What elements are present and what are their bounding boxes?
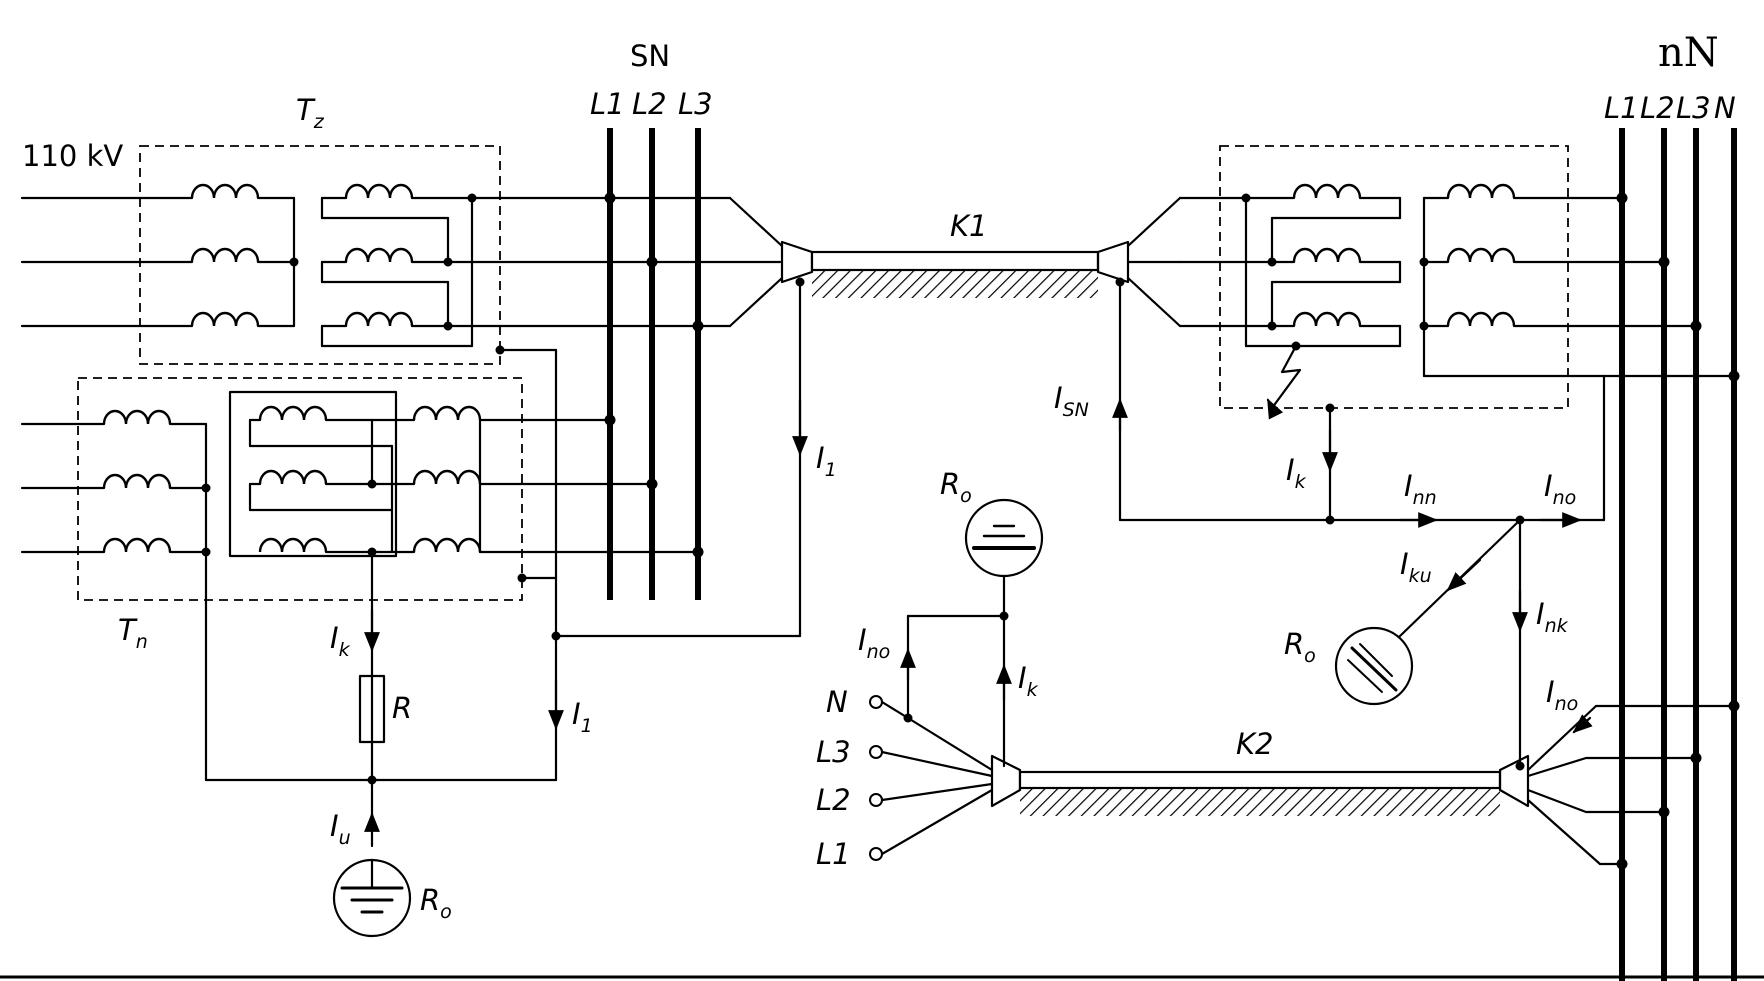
terminal-l1 bbox=[869, 847, 883, 861]
transformer-tn bbox=[20, 377, 700, 782]
r0-middle-label: Ro bbox=[940, 467, 972, 507]
terminal-n-label: N bbox=[826, 685, 848, 719]
nn-l1-label: L1 bbox=[1604, 91, 1639, 125]
transformer-nn bbox=[1178, 145, 1736, 420]
nn-title: nN bbox=[1658, 30, 1719, 76]
tz-label: Tz bbox=[296, 93, 325, 133]
nn-l3-label: L3 bbox=[1676, 91, 1711, 125]
terminal-l2-label: L2 bbox=[816, 783, 851, 817]
nn-n-label: N bbox=[1714, 91, 1736, 125]
fault-flash-icon bbox=[1270, 344, 1302, 410]
resistor-r bbox=[358, 674, 386, 744]
ink-label: Ink bbox=[1536, 597, 1569, 637]
nn-l2-label: L2 bbox=[1640, 91, 1675, 125]
iu-label: Iu bbox=[330, 809, 351, 849]
tz-enclosure bbox=[139, 145, 501, 365]
fault-current-branches bbox=[1112, 280, 1606, 768]
i1-top-label: I1 bbox=[816, 441, 837, 481]
tz-secondary-coils bbox=[344, 183, 414, 328]
cable-k1 bbox=[548, 196, 1182, 730]
nn-enclosure bbox=[1219, 145, 1569, 409]
terminal-l1-label: L1 bbox=[816, 837, 851, 871]
tn-primary-coils bbox=[102, 409, 172, 554]
ino-bottom-label: Ino bbox=[1546, 675, 1578, 715]
tn-label: Tn bbox=[118, 613, 148, 653]
iku-label: Iku bbox=[1400, 547, 1432, 587]
sn-l2-label: L2 bbox=[632, 87, 667, 121]
i1-bottom-label: I1 bbox=[572, 697, 593, 737]
ik-right-label: Ik bbox=[1286, 453, 1307, 493]
k2-label: K2 bbox=[1236, 727, 1273, 761]
terminal-n bbox=[869, 695, 883, 709]
isn-label: ISN bbox=[1054, 381, 1089, 421]
nn-secondary-coils bbox=[1446, 183, 1516, 328]
ik-left-label: Ik bbox=[330, 621, 351, 661]
sn-title: SN bbox=[630, 39, 670, 73]
r-label: R bbox=[392, 691, 412, 725]
tn-zigzag-coils bbox=[258, 405, 482, 554]
voltage-label: 110 kV bbox=[22, 139, 123, 173]
earth-electrode-middle bbox=[964, 498, 1044, 578]
r0-right-label: Ro bbox=[1284, 627, 1316, 667]
inn-label: Inn bbox=[1404, 469, 1437, 509]
sn-l3-label: L3 bbox=[678, 87, 713, 121]
cable-k2 bbox=[869, 498, 1740, 870]
earthing-resistor-path bbox=[204, 608, 558, 938]
nn-primary-coils bbox=[1292, 183, 1362, 328]
terminal-l3 bbox=[869, 745, 883, 759]
earth-electrode-right bbox=[1334, 626, 1414, 706]
k1-label: K1 bbox=[950, 209, 987, 243]
sn-busbars bbox=[604, 128, 704, 600]
tz-primary-coils bbox=[190, 183, 260, 328]
labels: 110 kV SN nN Tz Tn L1 L2 L3 L1 L2 L3 N K… bbox=[22, 30, 1736, 923]
ino-middle-label: Ino bbox=[858, 623, 890, 663]
r0-left-label: Ro bbox=[420, 883, 452, 923]
sn-l1-label: L1 bbox=[590, 87, 625, 121]
nn-busbars bbox=[1616, 128, 1740, 981]
ik-middle-label: Ik bbox=[1018, 661, 1039, 701]
terminal-l2 bbox=[869, 793, 883, 807]
transformer-tz bbox=[20, 145, 782, 782]
ino-top-label: Ino bbox=[1544, 469, 1576, 509]
terminal-l3-label: L3 bbox=[816, 735, 851, 769]
